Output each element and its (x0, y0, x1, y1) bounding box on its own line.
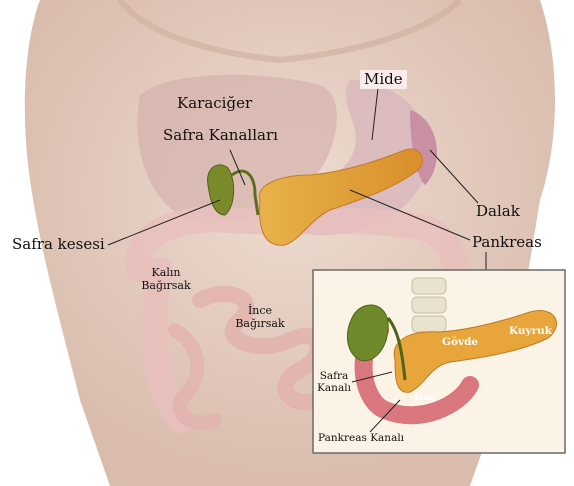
inset-spine (412, 278, 446, 332)
label-safra-kanali-line2: Kanalı (314, 382, 354, 394)
label-kalin-line2: Bağırsak (134, 280, 198, 293)
label-dalak: Dalak (476, 204, 520, 219)
label-ince-line1: İnce (228, 305, 292, 318)
label-govde: Gövde (442, 337, 478, 348)
label-kuyruk: Kuyruk (509, 326, 552, 337)
label-ince-bagirsak: İnce Bağırsak (228, 305, 292, 330)
label-pankreas-kanali: Pankreas Kanalı (318, 433, 404, 444)
label-kalin-line1: Kalın (134, 267, 198, 280)
label-kalin-bagirsak: Kalın Bağırsak (134, 267, 198, 292)
label-bas: Baş (414, 392, 436, 403)
label-ince-line2: Bağırsak (228, 318, 292, 331)
label-karaciger: Karaciğer (177, 96, 252, 111)
label-mide: Mide (360, 70, 407, 89)
label-safra-kanali-line1: Safra (314, 370, 354, 382)
label-pankreas: Pankreas (472, 235, 542, 250)
label-safra-kesesi: Safra kesesi (12, 237, 105, 252)
label-safra-kanali: Safra Kanalı (314, 370, 354, 394)
label-safra-kanallari: Safra Kanalları (163, 128, 278, 143)
